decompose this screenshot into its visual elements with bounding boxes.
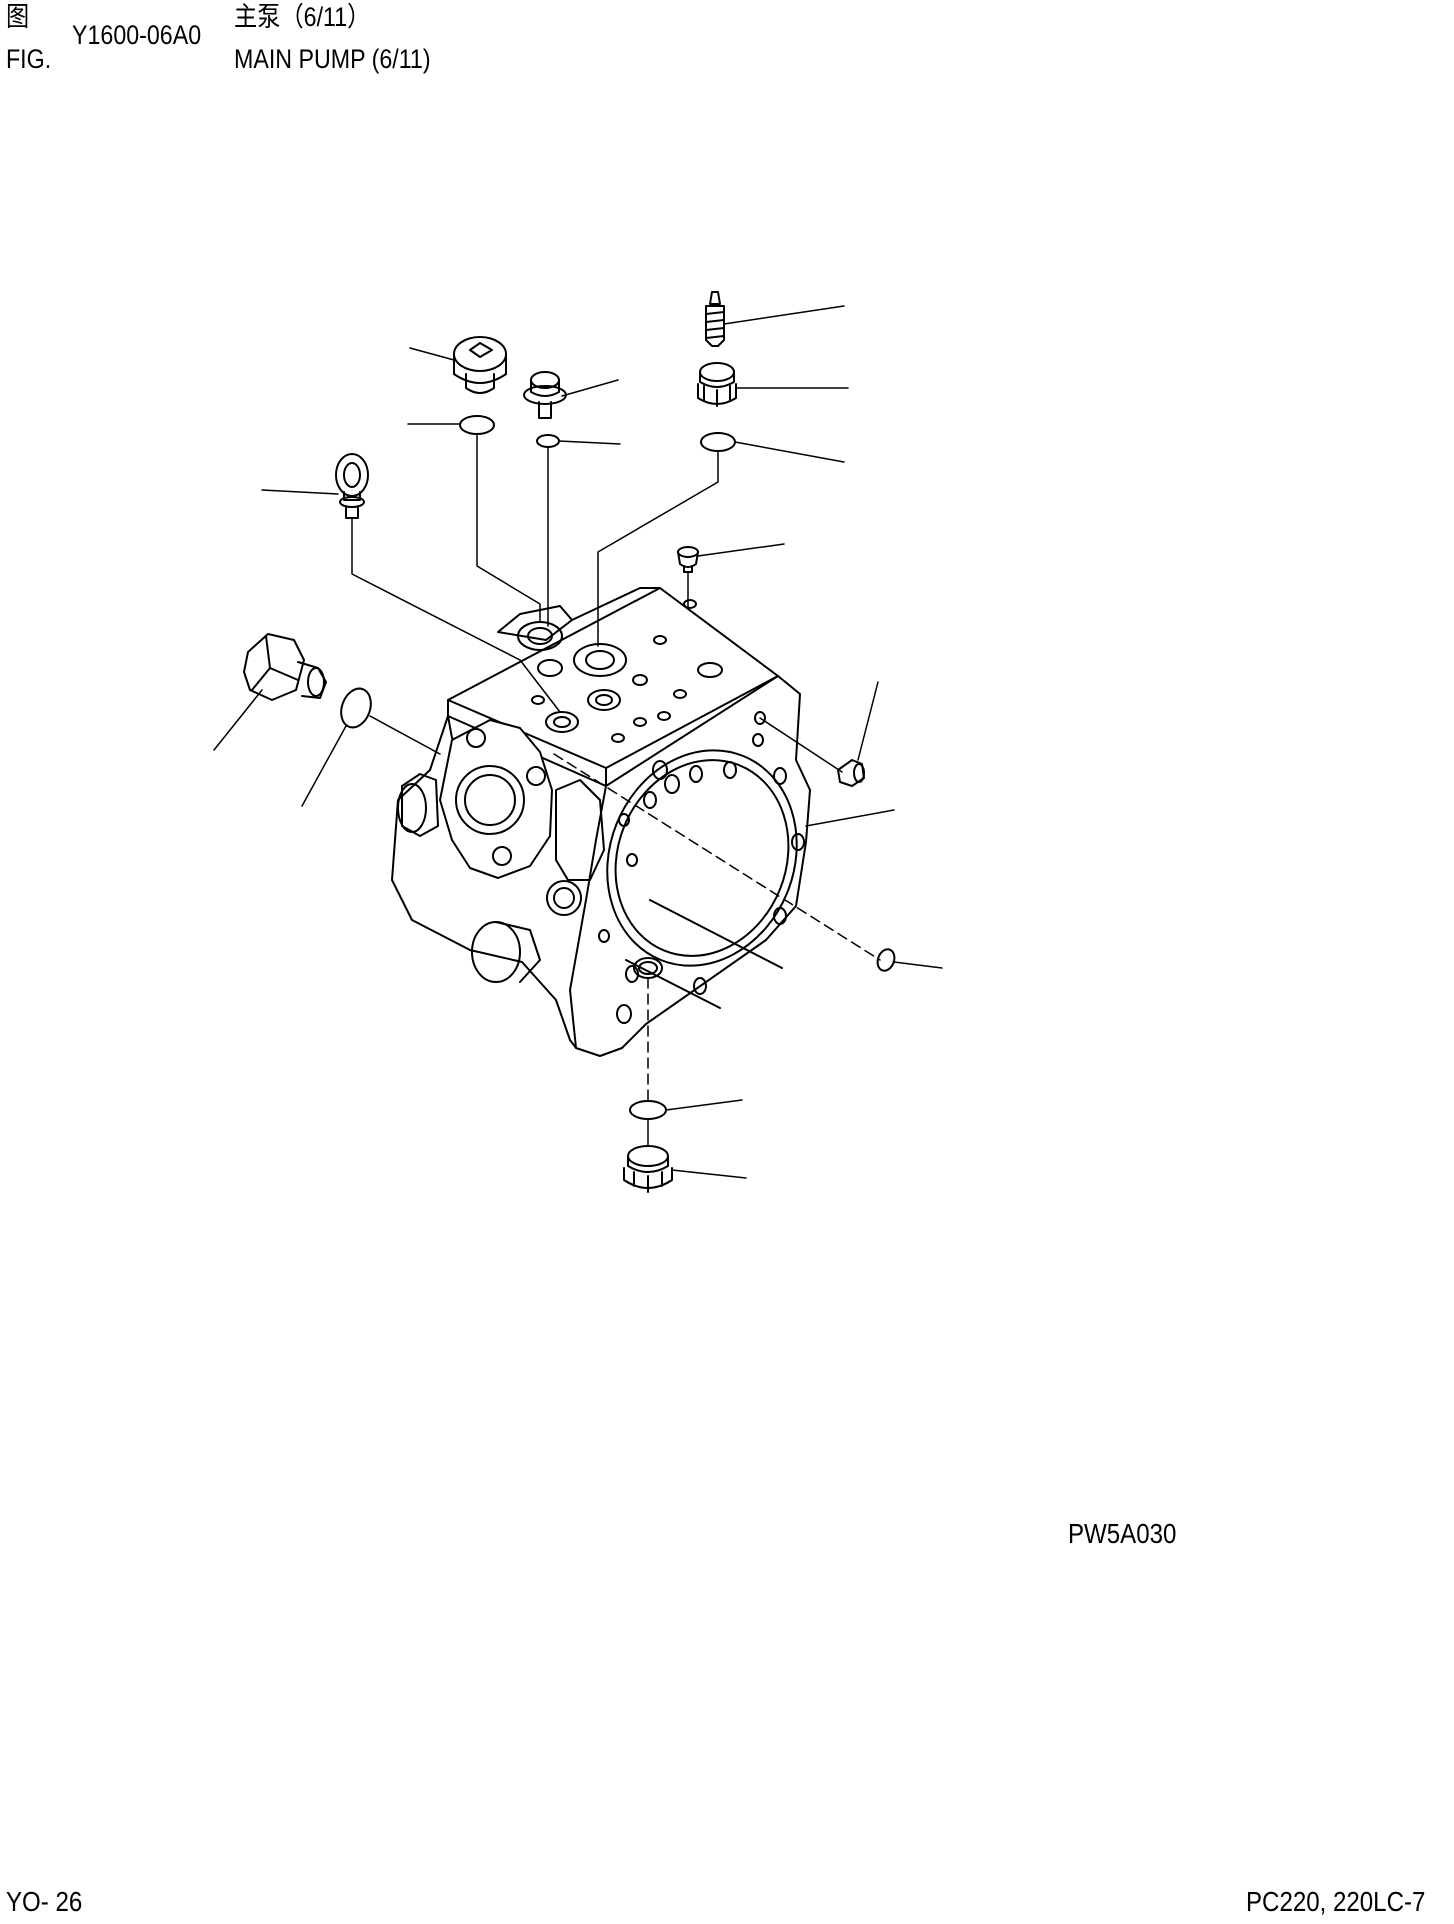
figure-label-en: FIG. (6, 44, 52, 74)
drawing-reference-code: PW5A030 (1068, 1518, 1177, 1549)
figure-code: Y1600-06A0 (72, 20, 202, 50)
figure-title-en: MAIN PUMP (6/11) (234, 44, 431, 74)
figure-title-cn: 主泵（6/11） (234, 2, 371, 32)
page-number: YO- 26 (6, 1886, 83, 1917)
o-ring-icon (537, 435, 559, 447)
bottom-hex-plug-icon (624, 1146, 672, 1192)
figure-label-cn: 图 (6, 2, 30, 32)
small-plug-icon (678, 547, 698, 572)
hex-plug-icon (698, 363, 736, 406)
threaded-insert-icon (706, 292, 724, 346)
pump-case-body (392, 588, 829, 1056)
o-ring-icon (460, 416, 494, 434)
large-plug-icon (244, 634, 326, 700)
plug-square-drive-icon (454, 337, 506, 393)
o-ring-icon (630, 1101, 666, 1119)
assembly-lines (352, 434, 880, 1146)
eye-bolt-icon (336, 454, 368, 518)
pin-icon (875, 947, 898, 973)
machine-model: PC220, 220LC-7 (1246, 1886, 1426, 1917)
o-ring-icon (701, 433, 735, 451)
side-plug-icon (838, 760, 864, 786)
hex-flange-bolt-icon (524, 372, 566, 418)
o-ring-icon (336, 684, 376, 731)
leader-lines (214, 306, 942, 1178)
